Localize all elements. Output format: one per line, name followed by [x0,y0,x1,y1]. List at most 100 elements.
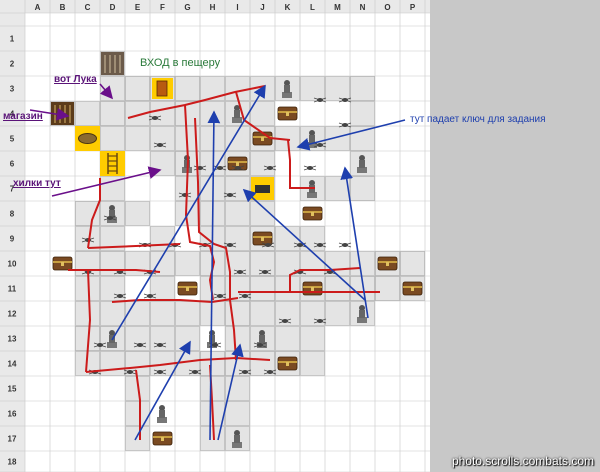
floor-cell [400,251,425,276]
spider-icon [263,165,277,171]
chest-icon [152,431,173,446]
column-header: K [285,3,291,12]
spider-icon [153,342,167,348]
spider-icon [153,142,167,148]
spider-icon [153,369,167,375]
chest-icon [277,356,298,371]
floor-cell [75,201,100,226]
row-header: 2 [10,60,15,69]
route-segment [85,269,92,373]
floor-cell [250,301,275,326]
row-header: 10 [8,260,17,269]
spider-icon [231,165,245,171]
floor-cell [350,251,375,276]
blue-arrow [340,166,369,319]
row-header: 9 [10,235,15,244]
spider-icon [278,318,292,324]
column-header: A [35,3,41,12]
row-header: 7 [10,185,15,194]
route-segment [287,139,315,189]
floor-cell [125,426,150,451]
spider-icon [233,269,247,275]
luka-label: вот Лука [54,74,97,85]
floor-cell [300,351,325,376]
chest-icon [402,281,423,296]
floor-cell [175,76,200,101]
floor-cell [375,276,400,301]
blue-arrows [111,84,406,441]
floor-cell [100,351,125,376]
floor-cell [225,301,250,326]
spider-icon [103,215,117,221]
floor-cell [100,301,125,326]
purple-arrow [29,107,70,121]
chest-icon [377,256,398,271]
row-header: 3 [10,85,15,94]
column-header: L [310,3,315,12]
purple-arrow [99,83,114,100]
floor-cell [200,76,225,101]
row-header: 6 [10,160,15,169]
column-header: N [360,3,366,12]
floor-cell [275,276,300,301]
column-header: J [260,3,264,12]
floor-cell [200,101,225,126]
route-segment [87,243,181,249]
floor-cell [225,376,250,401]
entrance-door-icon [152,78,173,99]
column-header: M [334,3,341,12]
chest-icon [52,256,73,271]
floor-cell [125,301,150,326]
row-header: 11 [8,285,17,294]
floor-cell [175,301,200,326]
row-header: 13 [8,335,17,344]
floor-cell [350,76,375,101]
shop-label: магазин [3,111,43,122]
route-segment [184,104,216,301]
spider-icon [313,142,327,148]
entrance-label: ВХОД в пещеру [140,57,221,69]
spider-icon [258,269,272,275]
row-header: 18 [8,458,17,467]
purple-arrow [51,166,162,197]
floor-cell [150,226,175,251]
chest-icon [252,231,273,246]
column-header: B [60,3,66,12]
row-header: 14 [8,360,17,369]
route-segment [235,91,291,141]
guard-statue-icon [232,105,242,123]
spider-icon [123,369,137,375]
guard-statue-icon [357,305,367,323]
floor-cell [225,326,250,351]
floor-cell [225,401,250,426]
blue-arrow [296,119,406,151]
sheet-gray-margin [430,0,600,472]
route-segment [135,369,141,440]
spider-icon [261,242,275,248]
floor-cell [75,101,100,126]
luka-gate-icon [101,52,124,75]
spider-icon [263,369,277,375]
floor-cell [250,276,275,301]
floor-cell [250,151,275,176]
route-segment [289,267,361,292]
chest-icon [302,281,323,296]
row-header: 15 [8,385,17,394]
floor-cell [200,126,225,151]
spider-icon [213,293,227,299]
floor-cell [350,101,375,126]
spider-icon [313,242,327,248]
key-drop-label: тут падает ключ для задания [410,114,546,125]
ladder-icon [100,151,125,176]
spider-icon [238,293,252,299]
floor-cell [175,251,200,276]
spider-icon [113,293,127,299]
floor-cell [250,101,275,126]
spider-icon [313,318,327,324]
column-header: E [135,3,141,12]
floor-cell [325,301,350,326]
route-segment [127,85,266,119]
floor-cell [300,326,325,351]
column-header: G [184,3,190,12]
